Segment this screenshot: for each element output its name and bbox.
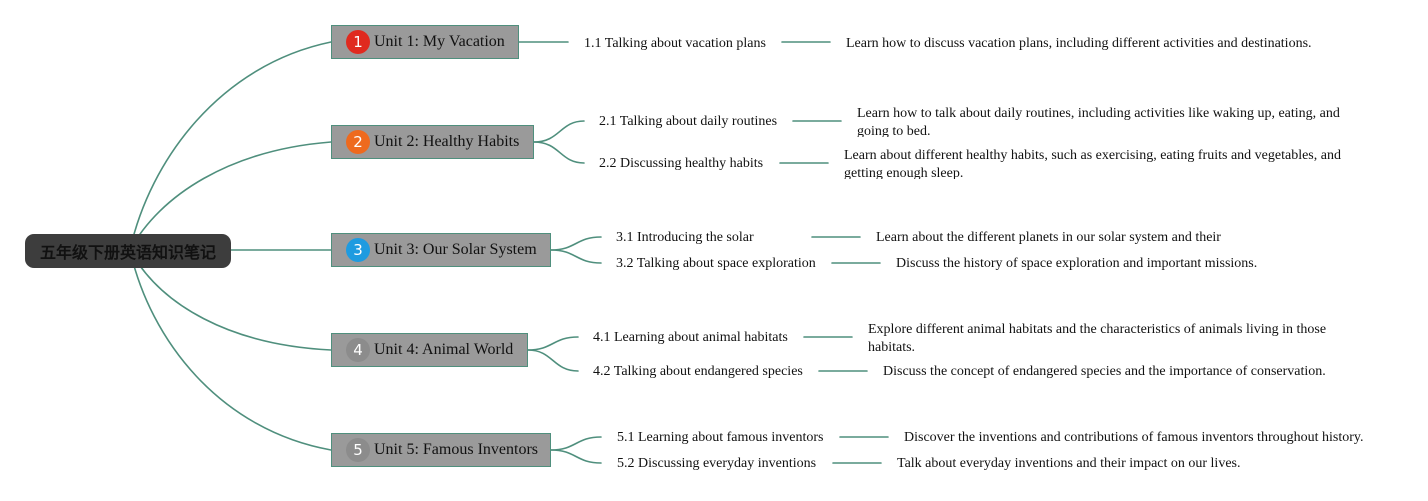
connector-unit-4-topic-1 (527, 336, 579, 351)
unit-5-number-badge: 5 (346, 438, 370, 462)
topic-2-1[interactable]: 2.1 Talking about daily routines (599, 114, 778, 129)
topic-2-2[interactable]: 2.2 Discussing healthy habits (599, 156, 764, 171)
topic-5-2[interactable]: 5.2 Discussing everyday inventions (617, 456, 817, 471)
topic-4-2[interactable]: 4.2 Talking about endangered species (593, 364, 803, 379)
topic-4-2-description: Discuss the concept of endangered specie… (883, 364, 1326, 379)
root-node[interactable]: 五年级下册英语知识笔记 (25, 234, 231, 268)
connector-unit-2-topic-1 (533, 120, 585, 143)
connector-unit-3-topic-2 (550, 249, 602, 264)
unit-5-title: Unit 5: Famous Inventors (374, 441, 538, 458)
connector-unit-4-topic-2 (527, 349, 579, 372)
topic-5-2-description: Talk about everyday inventions and their… (897, 456, 1241, 471)
topic-2-2-description: Learn about different healthy habits, su… (844, 148, 1341, 179)
unit-node-4[interactable]: 4 Unit 4: Animal World (331, 333, 528, 367)
unit-3-title: Unit 3: Our Solar System (374, 241, 537, 258)
topic-1-1[interactable]: 1.1 Talking about vacation plans (584, 36, 766, 51)
unit-node-2[interactable]: 2 Unit 2: Healthy Habits (331, 125, 534, 159)
connector-unit-3-topic-1 (550, 236, 602, 251)
unit-1-number-badge: 1 (346, 30, 370, 54)
topic-5-1-description: Discover the inventions and contribution… (904, 430, 1364, 445)
unit-2-title: Unit 2: Healthy Habits (374, 133, 520, 150)
unit-node-5[interactable]: 5 Unit 5: Famous Inventors (331, 433, 551, 467)
topic-5-1[interactable]: 5.1 Learning about famous inventors (617, 430, 824, 445)
root-title: 五年级下册英语知识笔记 (39, 243, 216, 262)
connector-root-unit-4 (129, 249, 332, 351)
topic-3-2[interactable]: 3.2 Talking about space exploration (616, 256, 816, 271)
connector-root-unit-1 (129, 41, 332, 251)
topic-2-1-description: Learn how to talk about daily routines, … (857, 106, 1340, 137)
topic-3-1-description: Learn about the different planets in our… (876, 230, 1221, 245)
unit-1-title: Unit 1: My Vacation (374, 33, 505, 50)
topic-1-1-description: Learn how to discuss vacation plans, inc… (846, 36, 1312, 51)
unit-4-number-badge: 4 (346, 338, 370, 362)
unit-3-number-badge: 3 (346, 238, 370, 262)
connector-unit-5-topic-2 (550, 449, 602, 464)
topic-4-1[interactable]: 4.1 Learning about animal habitats (593, 330, 788, 345)
topic-4-1-description: Explore different animal habitats and th… (868, 322, 1327, 355)
connector-unit-5-topic-1 (550, 436, 602, 451)
unit-2-number-badge: 2 (346, 130, 370, 154)
unit-node-3[interactable]: 3 Unit 3: Our Solar System (331, 233, 551, 267)
unit-node-1[interactable]: 1 Unit 1: My Vacation (331, 25, 519, 59)
unit-4-title: Unit 4: Animal World (374, 341, 514, 358)
connector-root-unit-2 (129, 141, 332, 251)
connector-unit-2-topic-2 (533, 141, 585, 164)
topic-3-2-description: Discuss the history of space exploration… (896, 256, 1258, 271)
connector-root-unit-5 (129, 249, 332, 451)
topic-3-1[interactable]: 3.1 Introducing the solar (616, 230, 754, 245)
